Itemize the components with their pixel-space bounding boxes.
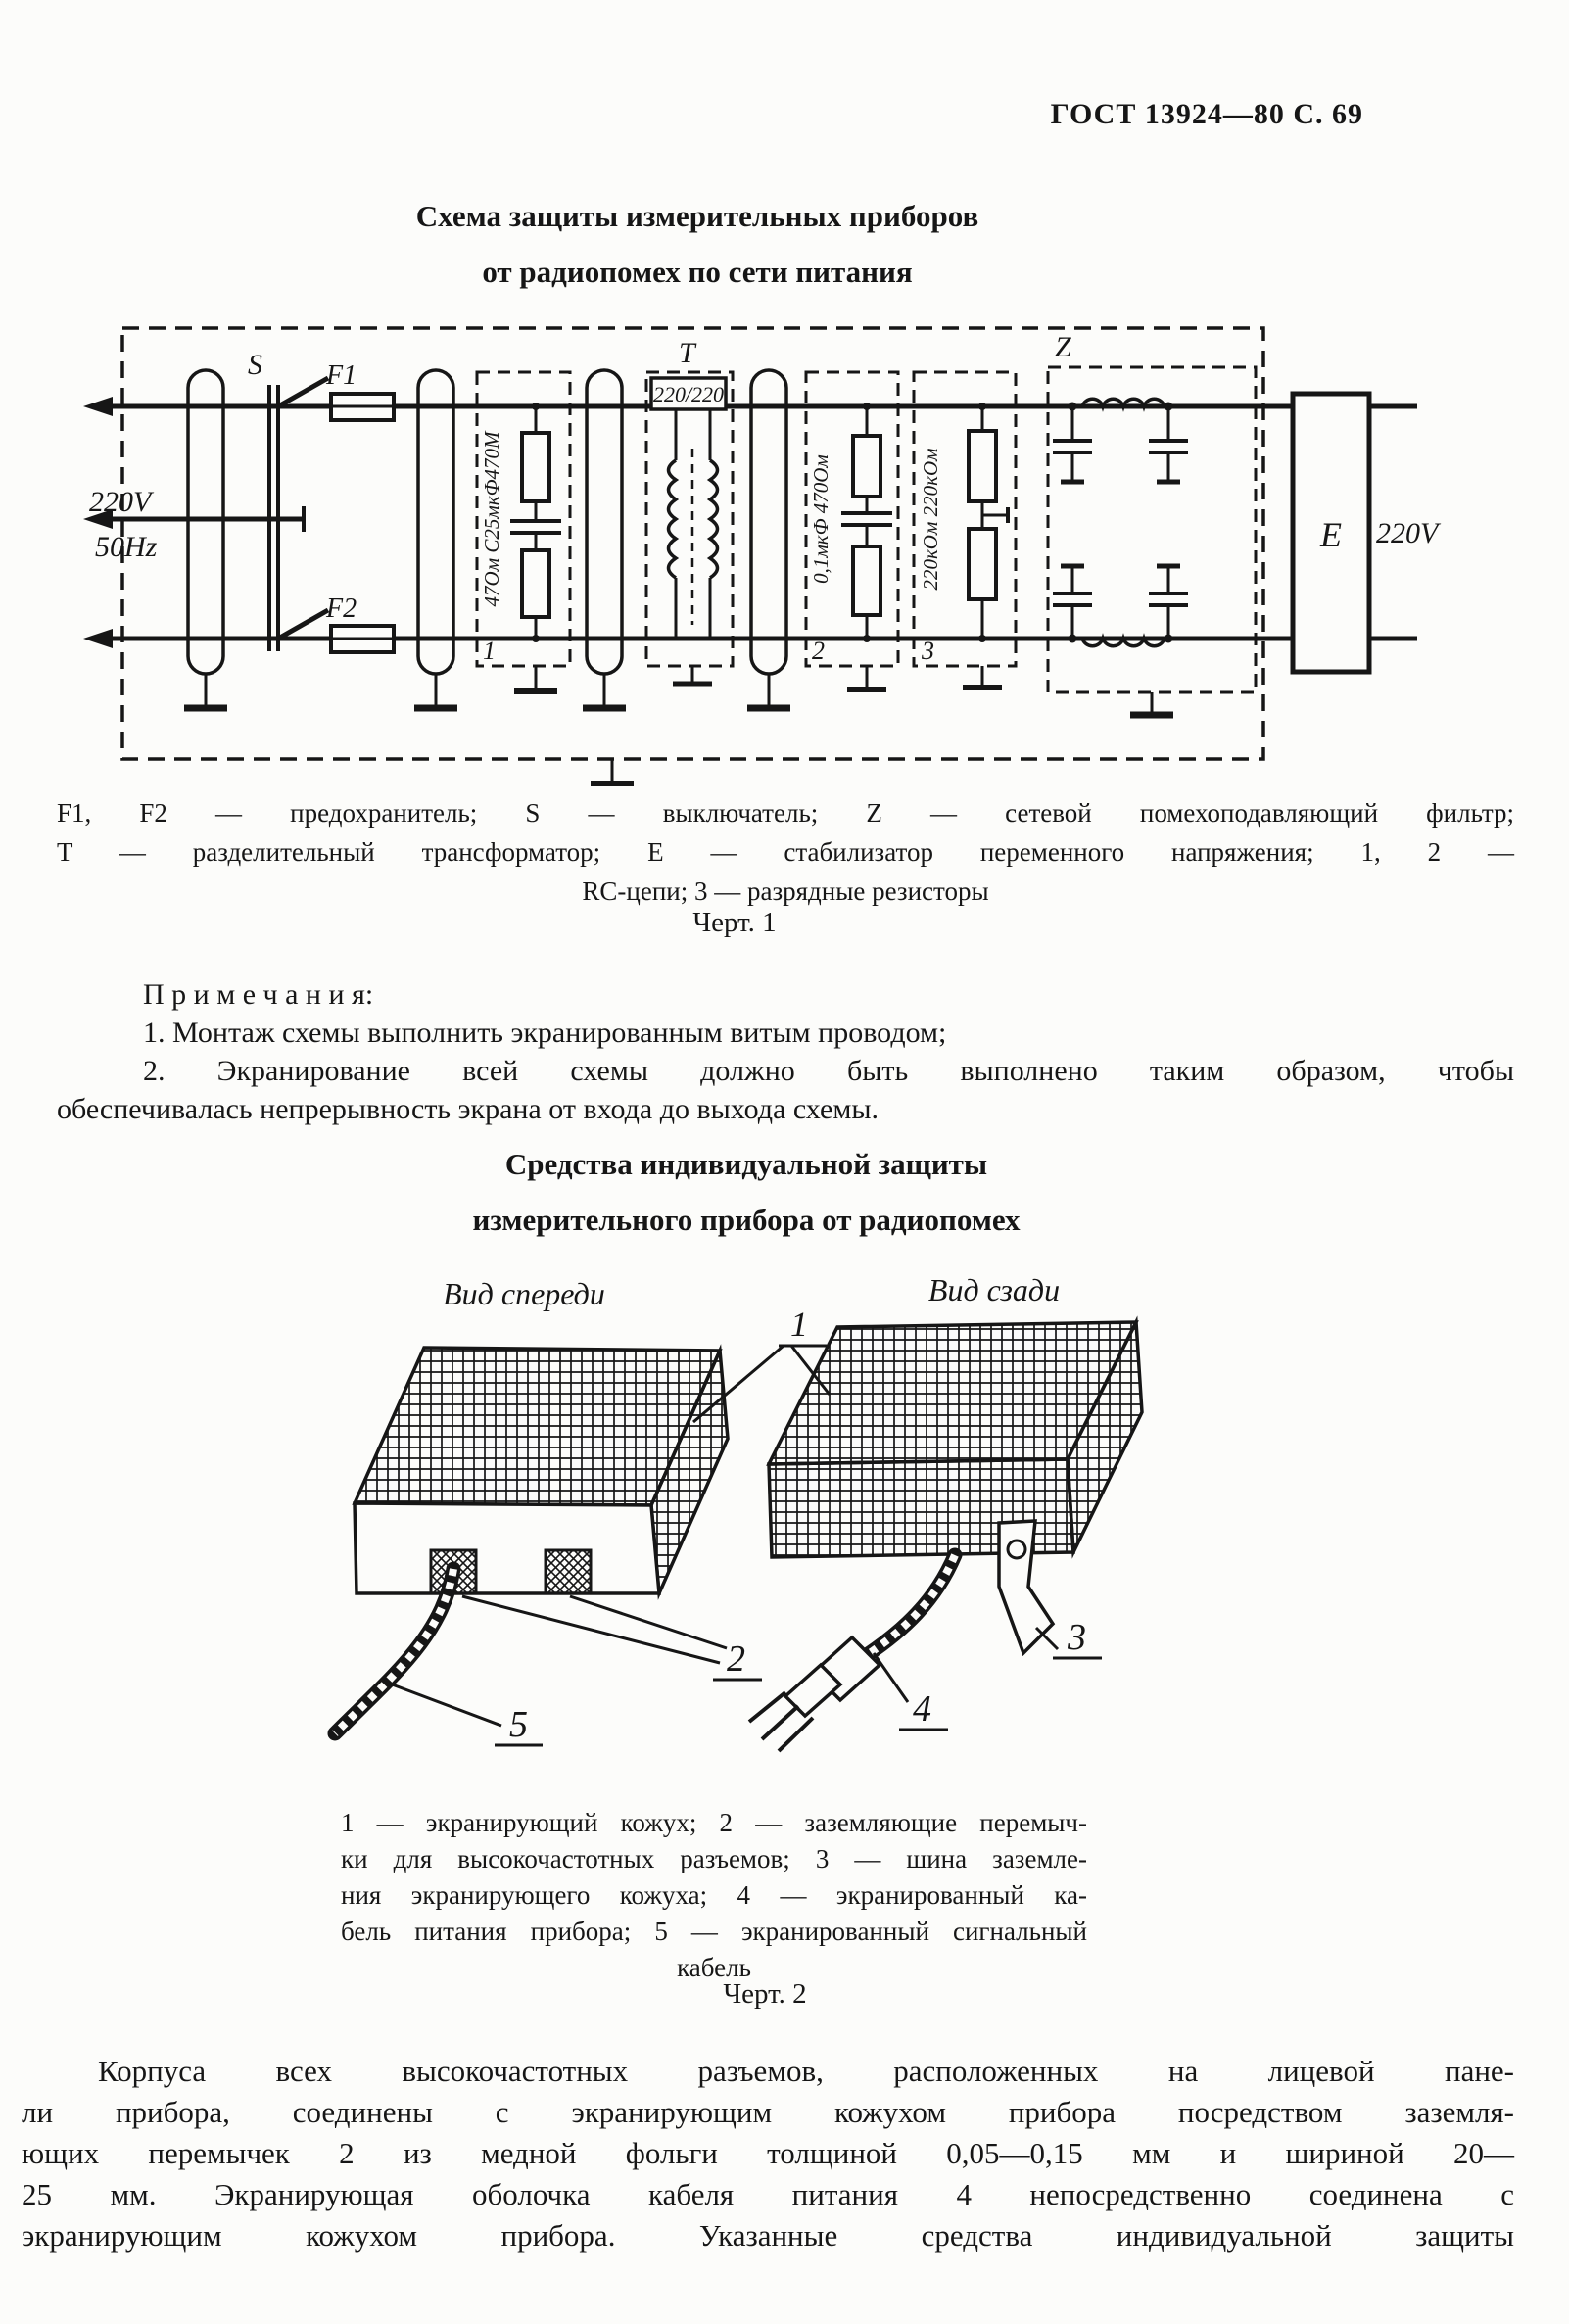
fig2-title-line1: Средства индивидуальной защиты (504, 1147, 988, 1181)
note-1: 1. Монтаж схемы выполнить экранированным… (143, 1017, 947, 1049)
case-back-view (766, 1315, 1144, 1559)
body-line1: Корпуса всех высокочастотных разъемов, р… (98, 2054, 1514, 2088)
transformer-label: T (679, 337, 697, 369)
rc-block-1 (475, 370, 572, 694)
callout-2 (461, 1594, 762, 1682)
view-front-label: Вид спереди (443, 1276, 605, 1311)
mains-wires (91, 403, 1417, 641)
body-line3: ющих перемычек 2 из медной фольги толщин… (22, 2136, 1514, 2170)
fig2-drawing: Вид спереди Вид сзади 1 2 5 (327, 1272, 1144, 1753)
switch-label: S (248, 349, 262, 381)
rc-block-1-num: 1 (483, 637, 496, 665)
cable-shield-capsules (184, 368, 790, 712)
fig1-title: Схема защиты измерительных приборов от р… (0, 188, 1395, 300)
transformer-t (644, 370, 735, 687)
callout-5 (386, 1681, 543, 1747)
fig2-legend-line3: ния экранирующего кожуха; 4 — экранирова… (341, 1880, 1087, 1910)
body-paragraph: Корпуса всех высокочастотных разъемов, р… (22, 2051, 1514, 2256)
body-line5: экранирующим кожухом прибора. Указанные … (22, 2218, 1514, 2253)
fuse-f2-label: F2 (325, 593, 357, 624)
notes-block: П р и м е ч а н и я: 1. Монтаж схемы вып… (57, 975, 1514, 1128)
discharge-block-3-num: 3 (921, 637, 934, 665)
fig2-title: Средства индивидуальной защиты измерител… (0, 1136, 1493, 1248)
case-front-view (352, 1344, 730, 1600)
discharge-block-3 (912, 370, 1018, 690)
fig2-title-line2: измерительного прибора от радиопомех (472, 1203, 1021, 1237)
switch-s (267, 375, 330, 651)
rc-block-1-values: 47Ом С25мкФ470М (480, 430, 503, 606)
fuse-f2 (329, 624, 396, 654)
fig1-legend-line1: F1, F2 — предохранитель; S — выключатель… (57, 798, 1514, 828)
signal-cable (327, 1561, 461, 1741)
fig2-legend: 1 — экранирующий кожух; 2 — заземляющие … (341, 1805, 1087, 1986)
fig2-caption: Черт. 2 (723, 1978, 807, 2010)
fig1-title-line1: Схема защиты измерительных приборов (415, 199, 979, 233)
fuse-f1-label: F1 (325, 360, 357, 391)
input-voltage-label: 220V (89, 486, 155, 518)
rf-connector-right (544, 1548, 593, 1595)
fig2-legend-line5: кабель (677, 1953, 751, 1982)
fig1-schematic: S F1 F2 47Ом С25мкФ470М (83, 326, 1442, 786)
callout-3 (1034, 1626, 1102, 1660)
page-header: ГОСТ 13924—80 С. 69 (1050, 98, 1363, 130)
view-back-label: Вид сзади (928, 1272, 1060, 1307)
callout-1-num: 1 (790, 1304, 808, 1344)
filter-z (1046, 365, 1258, 719)
stabilizer-e (1290, 391, 1372, 675)
discharge-block-3-values: 220кОм 220кОм (919, 448, 942, 590)
note-2-line1: 2. Экранирование всей схемы должно быть … (143, 1055, 1514, 1087)
shield-outer-box (120, 326, 1265, 761)
callout-4 (872, 1652, 948, 1731)
fig2-legend-line2: ки для высокочастотных разъемов; 3 — шин… (341, 1844, 1087, 1873)
rc-block-2-num: 2 (812, 637, 825, 665)
output-voltage-label: 220V (1376, 517, 1442, 549)
callout-4-num: 4 (913, 1688, 931, 1730)
fig1-legend-line3: RC-цепи; 3 — разрядные резисторы (582, 877, 989, 906)
fuse-f1 (329, 392, 396, 422)
transformer-ratio: 220/220 (653, 382, 724, 406)
power-cable (859, 1547, 963, 1663)
fig1-caption: Черт. 1 (692, 907, 777, 938)
stabilizer-label: E (1319, 515, 1342, 554)
input-arrowheads (83, 397, 113, 648)
fig1-title-line2: от радиопомех по сети питания (482, 255, 913, 289)
shield-ground (591, 759, 634, 786)
filter-label: Z (1055, 331, 1071, 363)
ground-strap (997, 1519, 1056, 1657)
fig1-legend: F1, F2 — предохранитель; S — выключатель… (57, 793, 1514, 911)
fig2-legend-line1: 1 — экранирующий кожух; 2 — заземляющие … (341, 1808, 1087, 1837)
fig1-legend-line2: T — разделительный трансформатор; E — ст… (57, 837, 1514, 867)
body-line2: ли прибора, соединены с экранирующим кож… (22, 2095, 1514, 2129)
callout-2-num: 2 (727, 1638, 745, 1680)
rc-block-2 (804, 370, 900, 692)
callout-5-num: 5 (509, 1704, 528, 1745)
callout-3-num: 3 (1067, 1617, 1086, 1658)
rc-block-2-values: 0,1мкФ 470Ом (809, 454, 832, 584)
notes-heading: П р и м е ч а н и я: (143, 978, 374, 1011)
body-line4: 25 мм. Экранирующая оболочка кабеля пита… (22, 2177, 1514, 2211)
input-freq-label: 50Hz (95, 531, 158, 563)
fig2-legend-line4: бель питания прибора; 5 — экранированный… (341, 1917, 1087, 1946)
power-plug (747, 1635, 882, 1753)
note-2-line2: обеспечивалась непрерывность экрана от в… (57, 1093, 879, 1125)
